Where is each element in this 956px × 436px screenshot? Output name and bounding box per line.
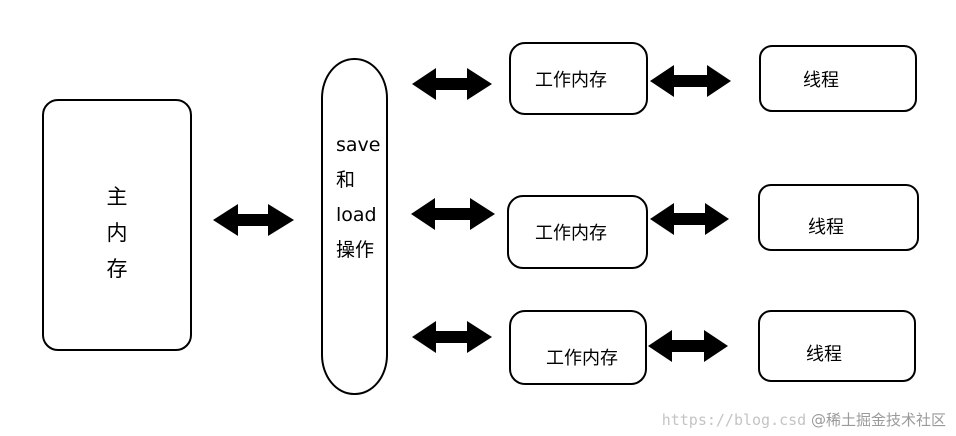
thread-label: 线程 <box>803 70 839 91</box>
watermark-brand: @稀土掘金技术社区 <box>810 411 946 429</box>
working-memory-box-3: 工作内存 <box>509 310 647 385</box>
thread-box-2: 线程 <box>758 184 919 251</box>
bidirectional-arrow-main <box>213 204 294 236</box>
working-memory-label: 工作内存 <box>535 223 607 244</box>
main-memory-char: 内 <box>106 221 128 245</box>
working-memory-label: 工作内存 <box>535 70 607 91</box>
main-memory-label: 主 内 存 <box>44 179 190 287</box>
save-load-box: save 和 load 操作 <box>321 58 388 395</box>
working-memory-box-2: 工作内存 <box>507 195 648 269</box>
save-load-line: load <box>336 204 377 226</box>
thread-label: 线程 <box>806 344 842 365</box>
save-load-line: 操作 <box>336 239 375 261</box>
bidirectional-arrow-th1 <box>650 65 731 97</box>
bidirectional-arrow-th3 <box>648 330 728 362</box>
save-load-label: save 和 load 操作 <box>336 128 380 268</box>
watermark: https://blog.csd @稀土掘金技术社区 <box>662 409 946 430</box>
bidirectional-arrow-wm1 <box>412 68 492 100</box>
main-memory-char: 主 <box>106 185 128 209</box>
thread-box-3: 线程 <box>758 310 916 382</box>
bidirectional-arrow-wm3 <box>412 321 492 353</box>
working-memory-box-1: 工作内存 <box>509 42 648 115</box>
bidirectional-arrow-wm2 <box>411 198 495 230</box>
bidirectional-arrow-th2 <box>650 203 729 235</box>
working-memory-label: 工作内存 <box>546 348 618 369</box>
save-load-line: 和 <box>336 169 356 191</box>
watermark-url: https://blog.csd <box>661 411 807 429</box>
main-memory-char: 存 <box>106 257 128 281</box>
save-load-line: save <box>336 134 381 156</box>
thread-box-1: 线程 <box>759 45 917 112</box>
thread-label: 线程 <box>808 217 844 238</box>
main-memory-box: 主 内 存 <box>42 99 192 351</box>
